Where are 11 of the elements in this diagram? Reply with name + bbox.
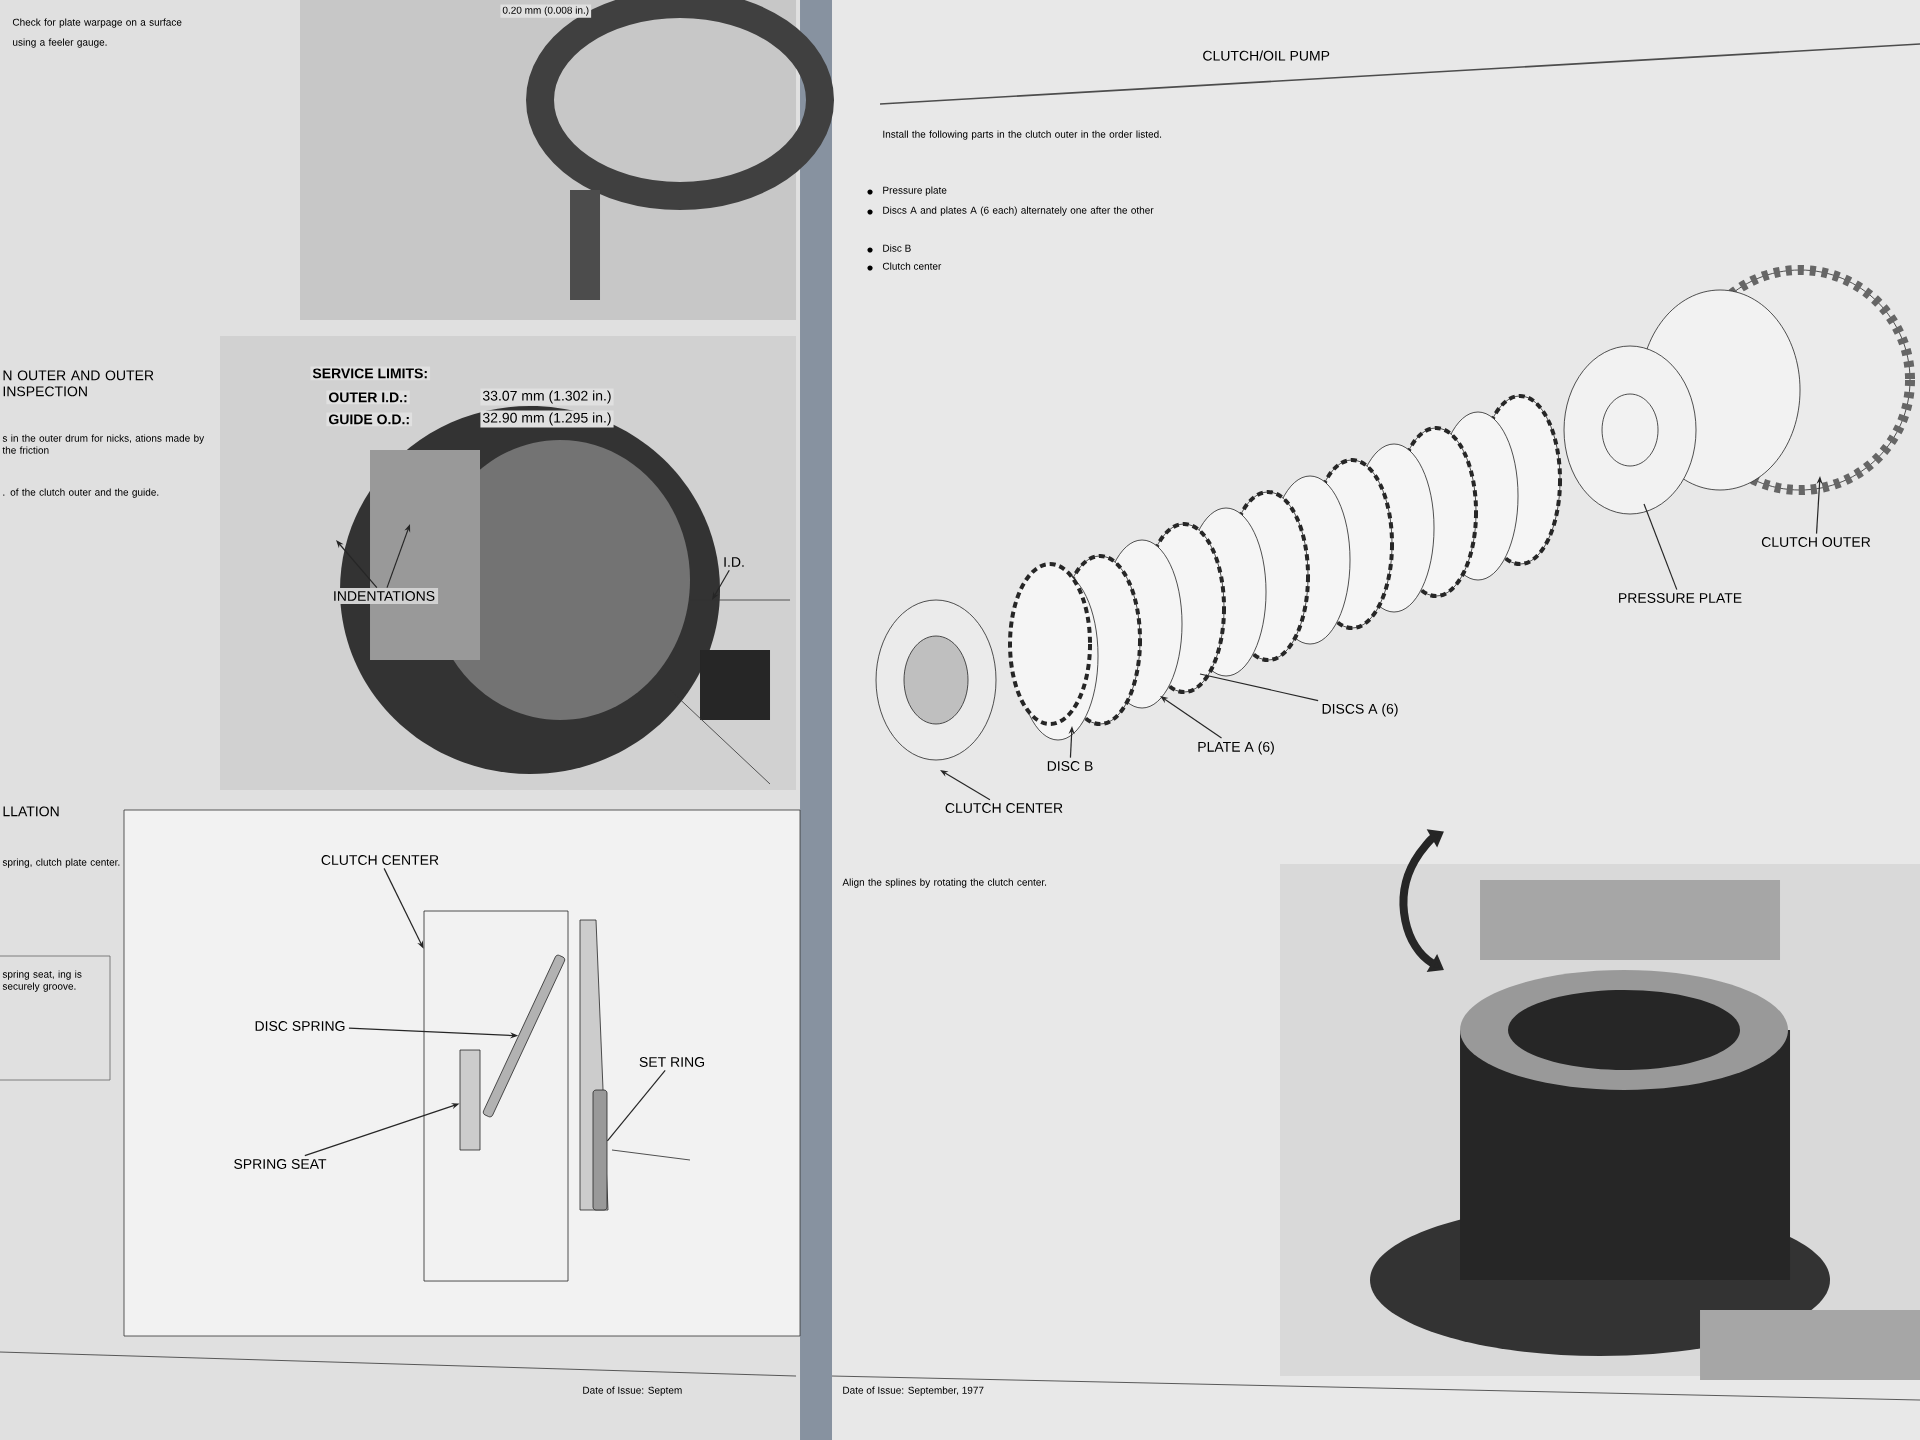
spring-seat-section [459, 1049, 481, 1151]
disc-spring-section [482, 954, 566, 1118]
leader-line [606, 1069, 666, 1142]
leader-line [712, 569, 730, 600]
leader-line [1199, 673, 1319, 702]
leader-line [940, 770, 991, 801]
clutch-center-section [423, 910, 569, 1282]
leader-line [1160, 696, 1223, 739]
leader-line [1643, 503, 1678, 591]
leader-line [336, 540, 378, 589]
set-ring-section [592, 1089, 608, 1211]
